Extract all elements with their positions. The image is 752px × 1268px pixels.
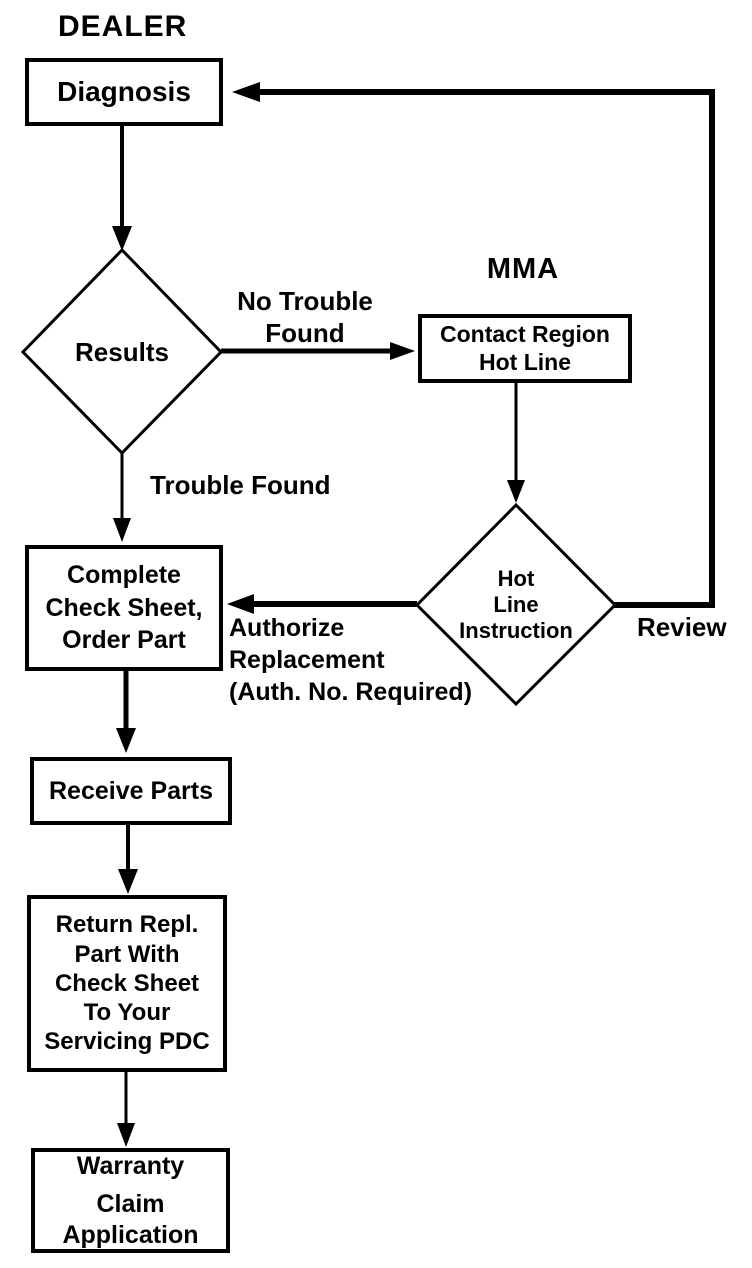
edge-review-path [256,89,715,608]
contact-region-label-line1: Contact Region [440,320,610,347]
arrowhead-into-contact [390,342,415,360]
results-diamond-shape [20,247,224,456]
trouble-found-label: Trouble Found [150,470,331,500]
return-label-line5: Servicing PDC [44,1028,210,1056]
complete-label-line1: Complete [67,561,181,590]
receive-parts-box: Receive Parts [30,757,232,825]
no-trouble-label-line1: No Trouble [237,286,373,316]
arrowhead-into-hotline [507,480,525,503]
arrowhead-into-return [118,869,138,894]
dealer-lane-title: DEALER [58,10,188,43]
authorize-replacement-label: Authorize Replacement (Auth. No. Require… [229,612,472,708]
complete-check-sheet-box: Complete Check Sheet, Order Part [25,545,223,671]
warranty-label-line3: Application [62,1220,199,1249]
return-label-line3: Check Sheet [54,969,200,997]
diagnosis-box: Diagnosis [25,58,223,126]
warranty-label-line2: Claim [96,1190,165,1219]
hotline-label-line3: Instruction [459,617,573,643]
contact-region-label-line2: Hot Line [479,348,571,375]
arrowhead-into-results [112,226,132,251]
mma-lane-title: MMA [486,253,560,285]
warranty-claim-box: Warranty Claim Application [31,1148,230,1253]
authorize-label-line2: Replacement [229,646,385,674]
arrowhead-into-complete-top [113,518,131,542]
contact-region-box: Contact Region Hot Line [418,314,632,383]
hotline-diamond-label: Hot Line Instruction [436,566,596,644]
authorize-label-line3: (Auth. No. Required) [229,678,473,706]
hotline-label-line2: Line [493,591,539,617]
review-label: Review [637,612,727,642]
arrowhead-into-warranty [117,1123,135,1147]
arrowhead-into-diagnosis [232,82,260,102]
hotline-diamond-shape [414,502,618,707]
complete-label-line3: Order Part [62,626,186,655]
diagnosis-label: Diagnosis [57,75,191,107]
receive-parts-label: Receive Parts [48,776,213,805]
hotline-label-line1: Hot [497,566,535,591]
return-label-line4: To Your [83,999,171,1027]
arrowhead-into-complete-right [227,594,254,614]
return-label-line1: Return Repl. [55,911,199,939]
authorize-label-line1: Authorize [229,614,345,642]
return-part-box: Return Repl. Part With Check Sheet To Yo… [27,895,227,1072]
complete-label-line2: Check Sheet, [45,593,203,622]
no-trouble-label-line2: Found [265,317,345,348]
return-label-line2: Part With [74,940,180,968]
results-diamond-label: Results [75,337,169,367]
arrowhead-into-receive [116,728,136,753]
warranty-label-line1: Warranty [76,1151,185,1180]
no-trouble-found-label: No Trouble Found [225,286,385,349]
